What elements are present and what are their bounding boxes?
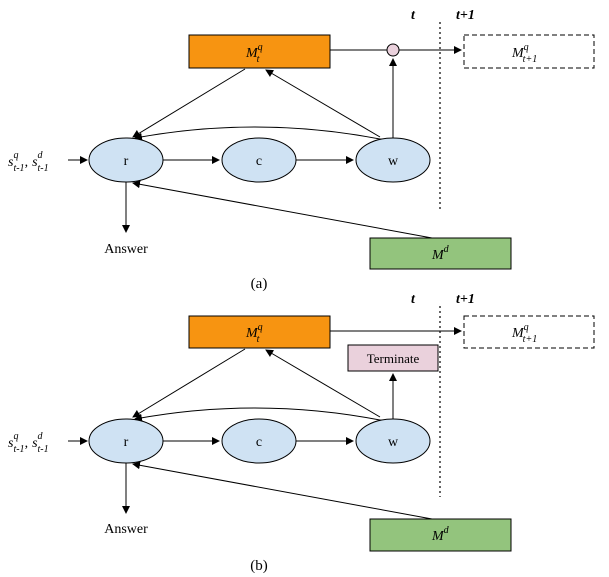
memory-q-next-box (463, 34, 595, 69)
time-label-t1: t+1 (456, 8, 475, 23)
caption-a: (a) (251, 276, 268, 292)
gate-circle (386, 43, 400, 57)
edge-memq-to-r (132, 348, 246, 418)
node-w-label: w (388, 435, 399, 450)
answer-label: Answer (104, 522, 148, 537)
edge-memd-to-r (132, 461, 433, 520)
memory-d-box (369, 237, 512, 270)
caption-b: (b) (250, 558, 268, 574)
edge-w-to-memq (265, 69, 381, 138)
node-w-label: w (388, 154, 399, 169)
edge-w-to-r-curve (134, 126, 386, 141)
edge-memd-to-r (132, 180, 433, 239)
memory-q-next-box (463, 315, 595, 349)
time-label-t1: t+1 (456, 292, 475, 307)
memory-d-label: Md (431, 525, 450, 544)
node-r-label: r (124, 435, 129, 450)
node-c-label: c (256, 435, 262, 450)
edge-memq-to-r (132, 68, 246, 138)
terminate-label: Terminate (367, 351, 420, 366)
time-label-t: t (411, 292, 416, 307)
edge-w-to-r-curve (134, 407, 386, 422)
time-label-t: t (411, 8, 416, 23)
memory-q-box (188, 315, 331, 349)
edge-w-to-memq (265, 349, 381, 418)
answer-label: Answer (104, 242, 148, 257)
node-r-label: r (124, 154, 129, 169)
node-c-label: c (256, 154, 262, 169)
node-w (355, 418, 431, 464)
memory-d-box (369, 518, 512, 552)
memory-d-label: Md (431, 244, 450, 263)
memory-q-box (188, 34, 331, 69)
node-w (355, 137, 431, 183)
terminate-box (347, 344, 439, 372)
